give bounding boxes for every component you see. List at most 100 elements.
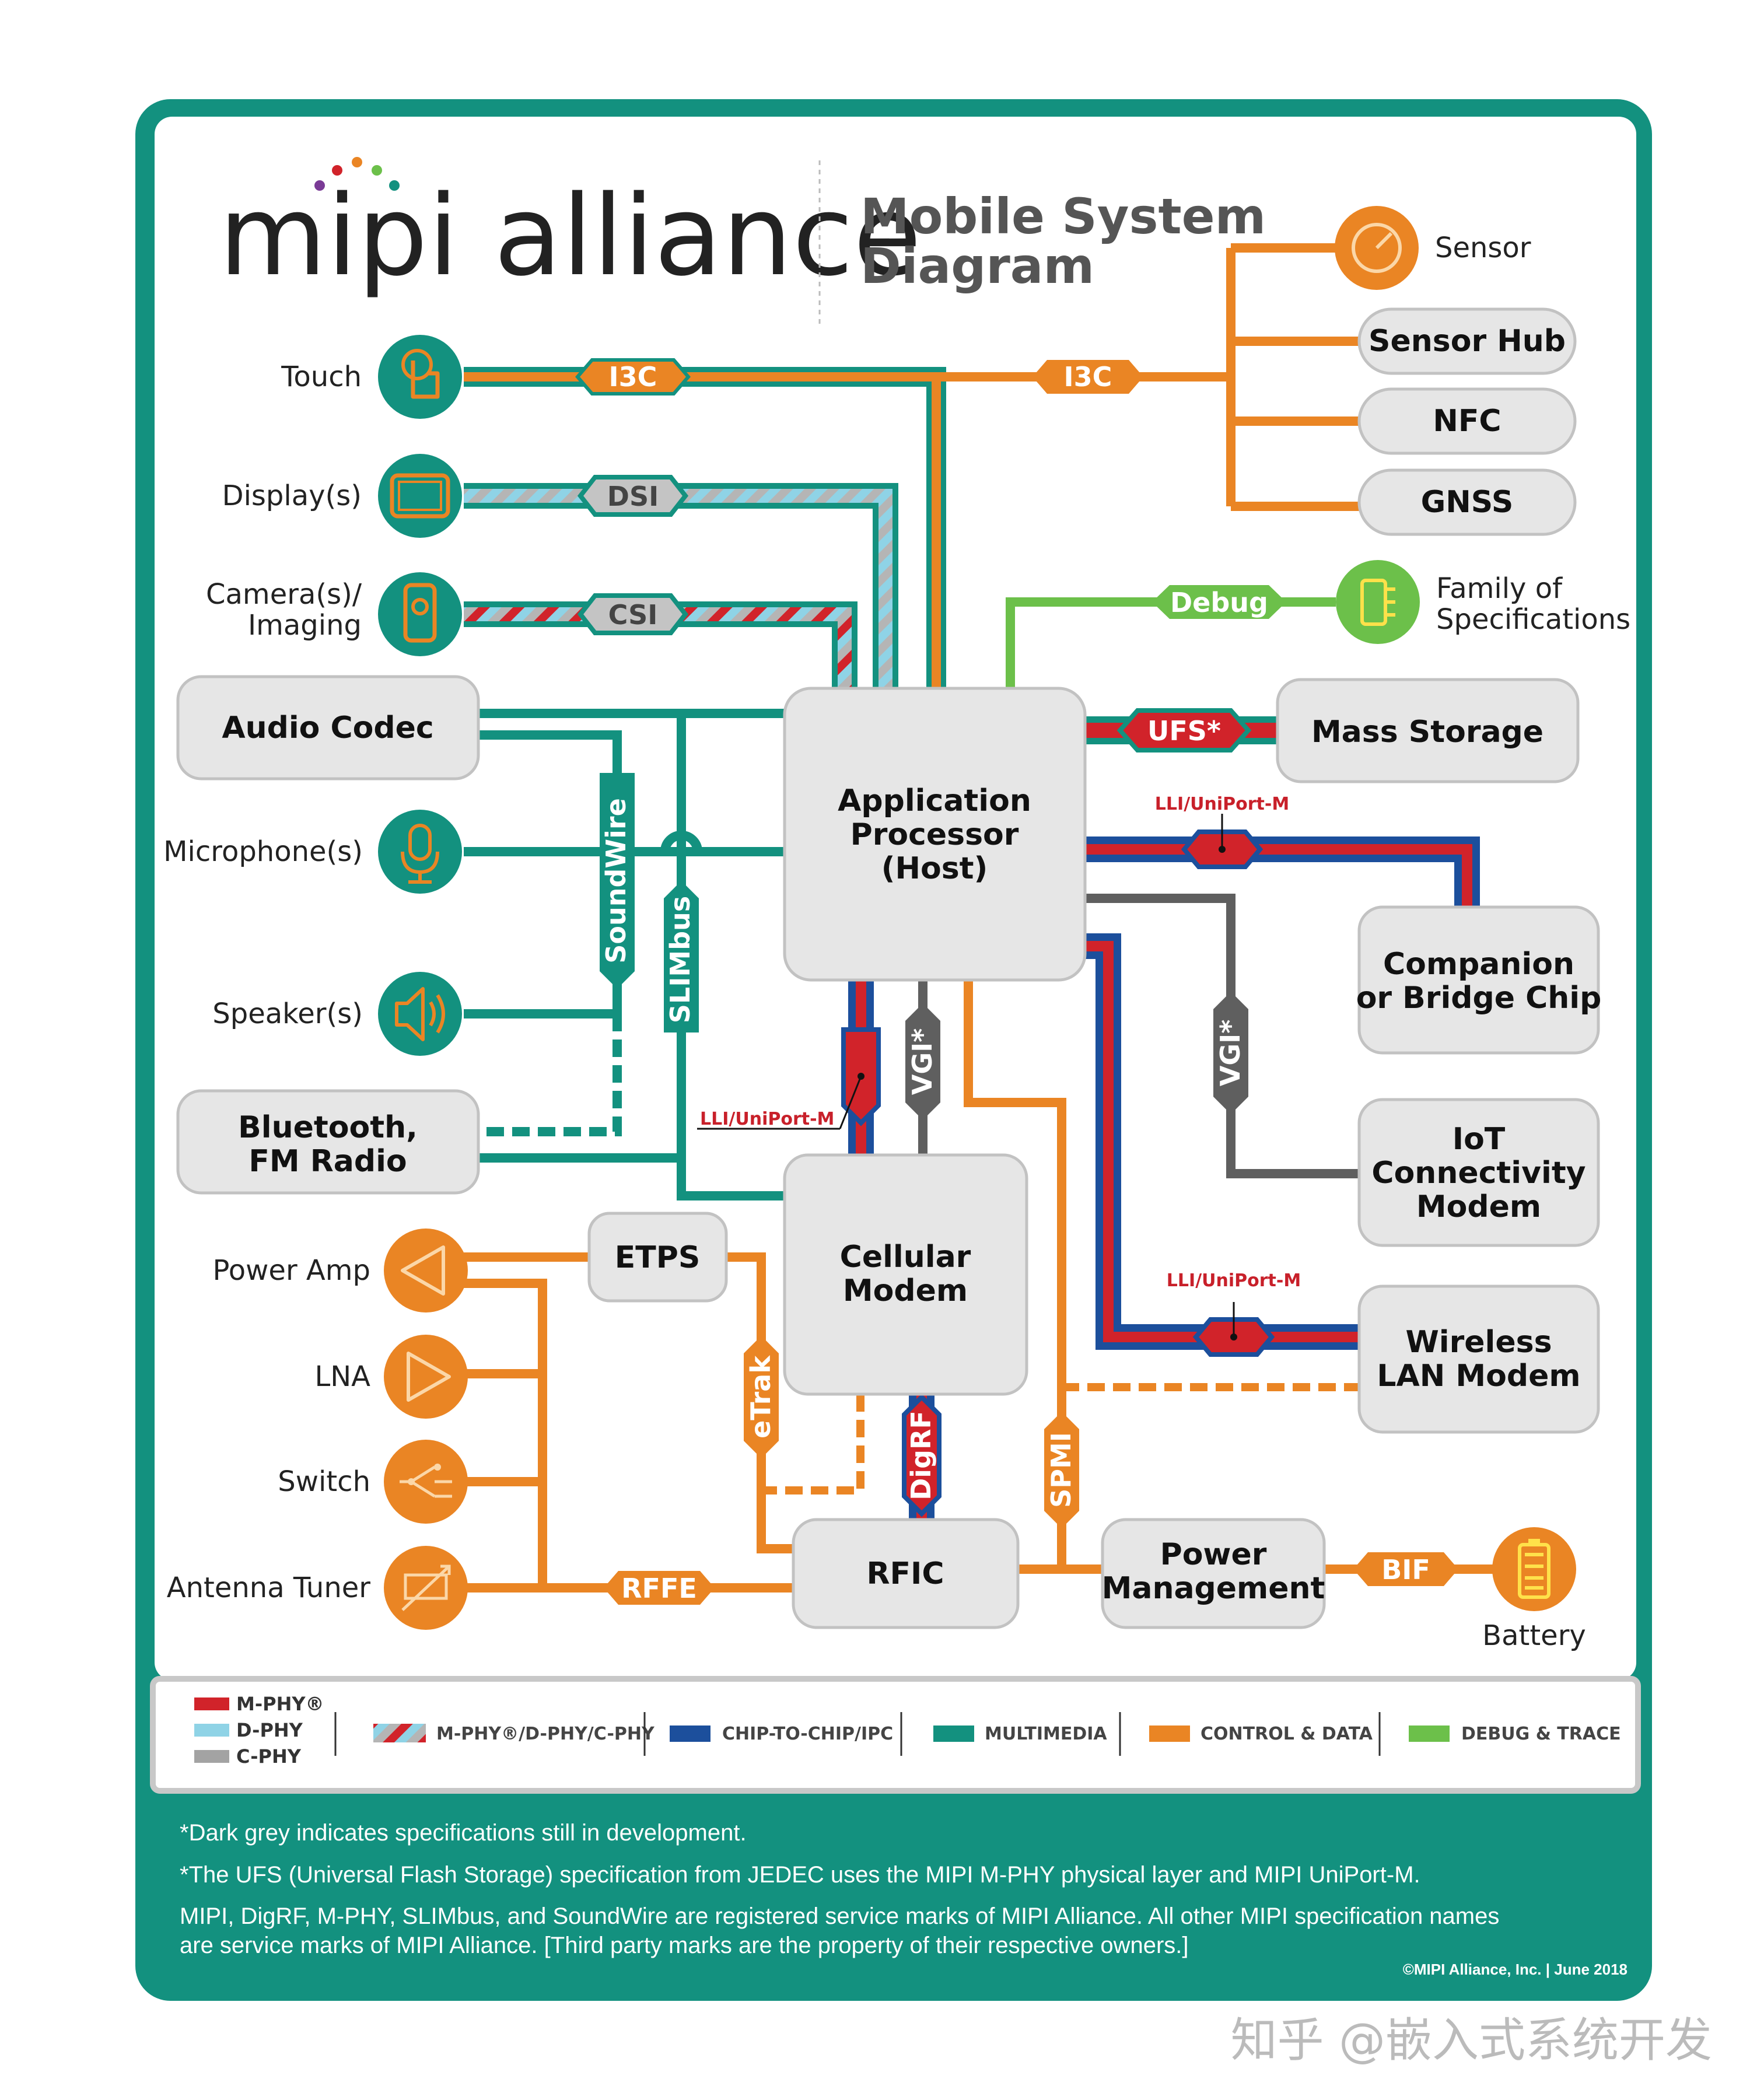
display-label: Display(s) — [222, 480, 362, 512]
power-management-box: Power Management — [1101, 1518, 1326, 1629]
power-amp-label: Power Amp — [213, 1254, 370, 1287]
nfc-box: NFC — [1357, 387, 1577, 455]
title-line1: Mobile System — [860, 188, 1266, 245]
rfic-box: RFIC — [792, 1518, 1020, 1629]
svg-text:Modem: Modem — [1416, 1189, 1541, 1224]
camera-label-line1: Camera(s)/ — [206, 578, 362, 611]
svg-text:SLIMbus: SLIMbus — [664, 896, 696, 1023]
sensor-hub-box: Sensor Hub — [1357, 307, 1577, 375]
svg-text:CSI: CSI — [608, 599, 658, 631]
debug-tag: Debug — [1152, 585, 1286, 619]
rffe-tag: RFFE — [604, 1571, 715, 1605]
lna-icon — [384, 1335, 468, 1419]
watermark: 知乎 @嵌入式系统开发 — [1231, 2013, 1712, 2067]
svg-text:Audio Codec: Audio Codec — [222, 710, 433, 746]
svg-text:Processor: Processor — [850, 817, 1019, 852]
svg-text:Cellular: Cellular — [840, 1240, 971, 1275]
legend-dphy: D-PHY — [236, 1719, 303, 1741]
speaker-label: Speaker(s) — [212, 998, 363, 1030]
family-of-specifications-icon — [1336, 560, 1420, 644]
touch-label: Touch — [281, 360, 362, 393]
svg-text:IoT: IoT — [1452, 1122, 1506, 1157]
svg-text:RFFE: RFFE — [621, 1573, 697, 1604]
legend-mixed-swatch — [373, 1724, 426, 1742]
power-amp-icon — [384, 1228, 468, 1312]
svg-text:Companion: Companion — [1383, 947, 1574, 982]
svg-text:Mass Storage: Mass Storage — [1311, 715, 1544, 750]
legend-mphy: M-PHY® — [236, 1693, 324, 1715]
mipi-logo: mipi alliance — [219, 157, 922, 300]
svg-text:Connectivity: Connectivity — [1371, 1156, 1586, 1191]
footer-note-1: *Dark grey indicates specifications stil… — [180, 1820, 747, 1846]
cellular-modem-box: Cellular Modem — [783, 1153, 1028, 1396]
legend-control-data: CONTROL & DATA — [1200, 1724, 1373, 1744]
svg-text:VGI*: VGI* — [907, 1028, 938, 1096]
svg-text:Power: Power — [1160, 1537, 1267, 1572]
display-icon — [378, 454, 462, 538]
application-processor-box: Application Processor (Host) — [783, 687, 1087, 982]
microphone-icon — [378, 810, 462, 894]
legend-chip-to-chip: CHIP-TO-CHIP/IPC — [722, 1724, 893, 1744]
svg-text:FM Radio: FM Radio — [249, 1144, 407, 1179]
gnss-box: GNSS — [1357, 468, 1577, 536]
ufs-tag: UFS* — [1116, 708, 1252, 752]
lli-tag-wlan: LLI/UniPort-M — [1167, 1270, 1301, 1357]
microphone-label: Microphone(s) — [163, 835, 363, 868]
legend-mixed: M-PHY®/D-PHY/C-PHY — [436, 1724, 655, 1744]
svg-text:Bluetooth,: Bluetooth, — [238, 1110, 418, 1145]
i3c-tag-right: I3C — [1032, 360, 1143, 394]
svg-text:UFS*: UFS* — [1147, 715, 1221, 747]
svg-text:SPMI: SPMI — [1045, 1432, 1077, 1508]
svg-text:Sensor Hub: Sensor Hub — [1368, 324, 1566, 359]
antenna-tuner-icon — [384, 1546, 468, 1630]
vgi-tag-vertical: VGI* — [905, 1003, 940, 1120]
mass-storage-box: Mass Storage — [1276, 678, 1580, 783]
svg-text:Modem: Modem — [843, 1273, 968, 1308]
sensor-label: Sensor — [1435, 232, 1531, 264]
battery-icon — [1492, 1527, 1576, 1611]
svg-text:I3C: I3C — [609, 361, 657, 393]
svg-text:Management: Management — [1102, 1571, 1325, 1606]
legend-multimedia: MULTIMEDIA — [985, 1724, 1107, 1744]
footer-note-3a: MIPI, DigRF, M-PHY, SLIMbus, and SoundWi… — [180, 1903, 1499, 1929]
svg-text:NFC: NFC — [1433, 404, 1501, 439]
svg-text:RFIC: RFIC — [866, 1556, 944, 1591]
antenna-tuner-label: Antenna Tuner — [167, 1572, 371, 1604]
svg-text:or Bridge Chip: or Bridge Chip — [1356, 981, 1602, 1016]
wlan-modem-box: Wireless LAN Modem — [1357, 1284, 1600, 1434]
lna-label: LNA — [315, 1360, 371, 1393]
switch-label: Switch — [278, 1465, 370, 1498]
switch-icon — [384, 1440, 468, 1524]
bif-tag: BIF — [1353, 1552, 1458, 1586]
vgi-tag-right: VGI* — [1213, 992, 1248, 1114]
etrak-tag: eTrak — [744, 1336, 779, 1458]
digrf-tag: DigRF — [902, 1394, 942, 1517]
svg-text:(Host): (Host) — [881, 851, 988, 886]
battery-label: Battery — [1482, 1619, 1586, 1652]
sensor-icon — [1335, 206, 1419, 290]
svg-text:DigRF: DigRF — [905, 1410, 937, 1500]
svg-text:I3C: I3C — [1064, 361, 1112, 393]
i3c-tag-left: I3C — [575, 358, 691, 396]
footer-note-2: *The UFS (Universal Flash Storage) speci… — [180, 1862, 1420, 1888]
lli-tag-cellular: LLI/UniPort-M — [697, 1027, 881, 1130]
dsi-tag: DSI — [577, 475, 689, 517]
svg-text:DSI: DSI — [607, 481, 659, 512]
iot-modem-box: IoT Connectivity Modem — [1357, 1098, 1600, 1247]
svg-text:ETPS: ETPS — [615, 1240, 701, 1275]
camera-label-line2: Imaging — [248, 609, 362, 642]
touch-icon — [378, 335, 462, 419]
etps-box: ETPS — [587, 1212, 728, 1303]
svg-text:mipi alliance: mipi alliance — [219, 172, 922, 300]
footer-note-3b: are service marks of MIPI Alliance. [Thi… — [180, 1933, 1189, 1958]
slimbus-tag: SLIMbus — [660, 831, 702, 1032]
svg-text:BIF: BIF — [1381, 1554, 1430, 1586]
soundwire-tag: SoundWire — [600, 773, 635, 989]
spmi-tag: SPMI — [1044, 1412, 1079, 1528]
lli-tag-companion: LLI/UniPort-M — [1155, 794, 1289, 869]
legend-cphy: C-PHY — [236, 1745, 302, 1768]
legend-debug-trace: DEBUG & TRACE — [1461, 1724, 1621, 1744]
svg-text:SoundWire: SoundWire — [600, 798, 632, 964]
svg-text:LAN Modem: LAN Modem — [1377, 1359, 1580, 1394]
legend: M-PHY® D-PHY C-PHY M-PHY®/D-PHY/C-PHY CH… — [150, 1676, 1641, 1794]
